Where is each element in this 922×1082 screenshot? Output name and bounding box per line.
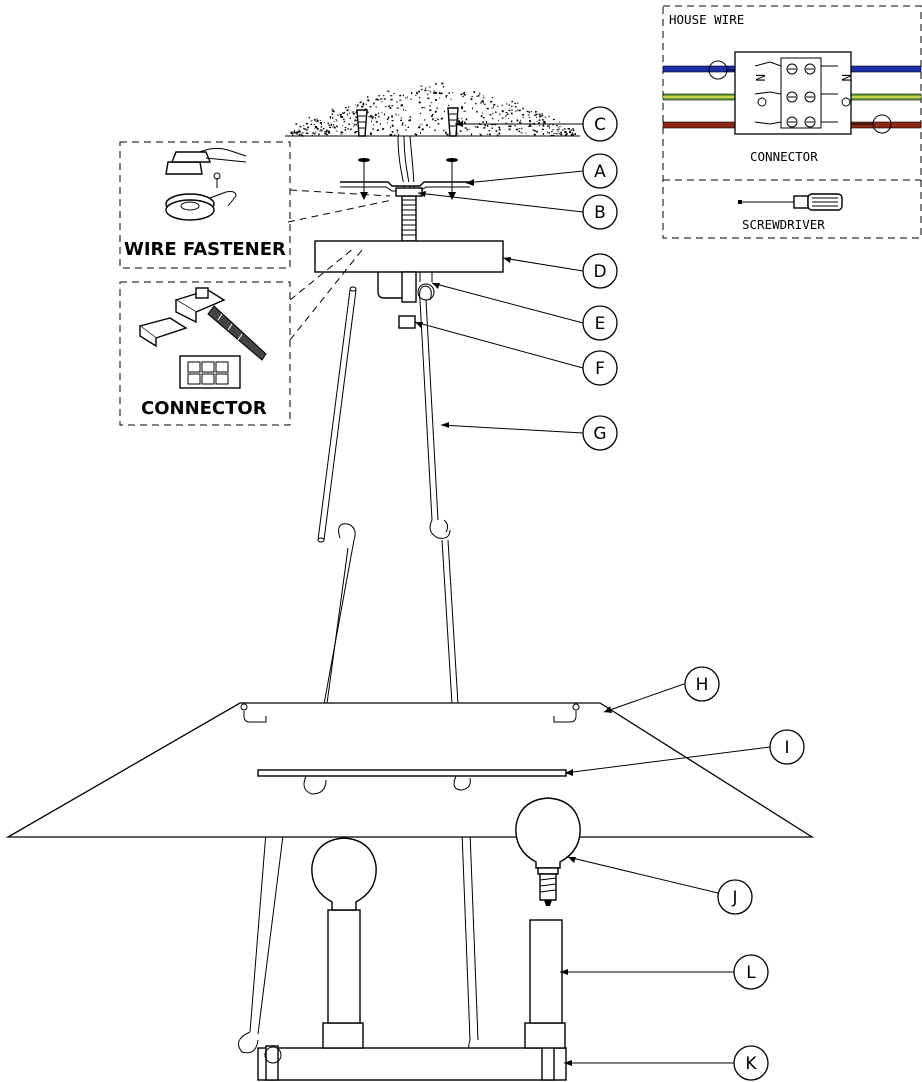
connector-illustration bbox=[138, 287, 267, 389]
svg-text:C: C bbox=[594, 115, 606, 135]
terminal-block: N N bbox=[708, 51, 892, 135]
terminal-screw bbox=[804, 91, 816, 103]
callout-I: I bbox=[769, 729, 805, 765]
callout-C: C bbox=[582, 106, 618, 142]
house-wires bbox=[397, 135, 415, 191]
svg-text:A: A bbox=[594, 162, 606, 182]
callout-H: H bbox=[684, 666, 720, 702]
neutral-mark-right: N bbox=[839, 74, 854, 82]
neutral-mark-left: N bbox=[753, 74, 768, 82]
mounting-screw bbox=[358, 158, 370, 200]
connector-inset: CONNECTOR bbox=[119, 247, 363, 426]
wire-fastener-inset: WIRE FASTENER bbox=[119, 141, 393, 269]
screwdriver-label: SCREWDRIVER bbox=[742, 217, 825, 232]
ceiling bbox=[285, 76, 580, 137]
svg-text:G: G bbox=[593, 424, 606, 444]
screwdriver-icon bbox=[738, 193, 843, 211]
wall-anchor bbox=[356, 109, 368, 137]
callout-J: J bbox=[717, 879, 753, 915]
svg-text:I: I bbox=[784, 738, 789, 758]
callout-B: B bbox=[582, 194, 618, 230]
leader-lines bbox=[414, 121, 771, 1066]
socket-right bbox=[524, 919, 566, 1049]
mounting-screw bbox=[446, 158, 458, 200]
house-wire-title: HOUSE WIRE bbox=[669, 12, 744, 27]
callout-K: K bbox=[733, 1045, 769, 1081]
wire-fastener-title: WIRE FASTENER bbox=[124, 239, 286, 260]
svg-text:H: H bbox=[696, 675, 709, 695]
svg-text:B: B bbox=[594, 203, 606, 223]
svg-text:L: L bbox=[746, 963, 756, 983]
terminal-screw bbox=[804, 116, 816, 128]
upper-rod-right bbox=[419, 285, 451, 539]
terminal-screw bbox=[786, 63, 798, 75]
fixture-body bbox=[257, 1045, 567, 1081]
callout-A: A bbox=[582, 153, 618, 189]
upper-rod-left bbox=[317, 286, 357, 543]
terminal-screw bbox=[786, 116, 798, 128]
svg-text:E: E bbox=[595, 314, 606, 334]
socket-left bbox=[322, 909, 364, 1049]
svg-text:D: D bbox=[593, 262, 606, 282]
connector-inset-title: CONNECTOR bbox=[141, 398, 267, 419]
bulb-left bbox=[311, 837, 377, 911]
wire-nut bbox=[398, 315, 416, 329]
callout-G: G bbox=[582, 415, 618, 451]
bulb-replacement bbox=[515, 797, 581, 906]
callout-L: L bbox=[733, 954, 769, 990]
svg-text:J: J bbox=[731, 888, 737, 908]
callout-D: D bbox=[582, 253, 618, 289]
wire-fastener-illustration bbox=[165, 147, 247, 221]
terminal-screw bbox=[786, 91, 798, 103]
terminal-screw bbox=[804, 63, 816, 75]
callout-F: F bbox=[582, 350, 618, 386]
svg-text:K: K bbox=[745, 1054, 757, 1074]
canopy-loop bbox=[377, 271, 435, 303]
wall-anchor bbox=[447, 107, 459, 137]
threaded-nipple bbox=[395, 187, 423, 242]
canopy bbox=[314, 240, 504, 273]
connector-label: CONNECTOR bbox=[750, 149, 818, 164]
svg-text:F: F bbox=[595, 359, 605, 379]
callout-E: E bbox=[582, 305, 618, 341]
house-wire-box: HOUSE WIRE bbox=[662, 5, 922, 239]
